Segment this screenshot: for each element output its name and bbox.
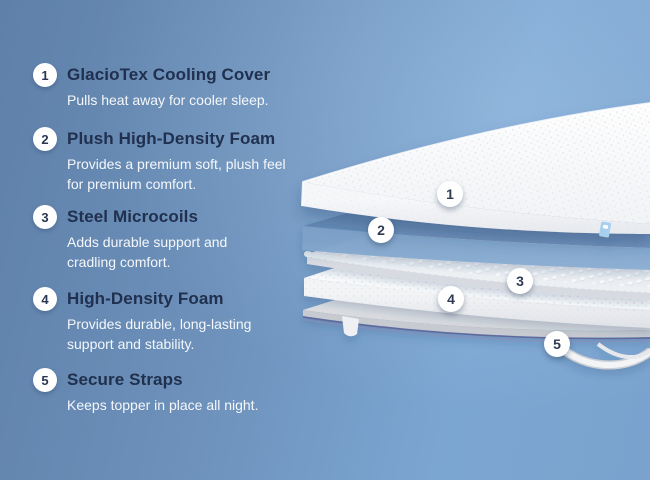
diagram-callout-3: 3 — [507, 268, 533, 294]
feature-number-badge: 3 — [33, 205, 57, 229]
feature-number-badge: 2 — [33, 127, 57, 151]
feature-item-secure-straps: 5 Secure Straps Keeps topper in place al… — [33, 368, 258, 415]
feature-title: Steel Microcoils — [67, 207, 199, 226]
feature-title: High-Density Foam — [67, 289, 224, 308]
plush-foam-layer — [302, 148, 650, 270]
diagram-callout-1: 1 — [437, 181, 463, 207]
feature-description: Provides durable, long-lasting support a… — [67, 316, 252, 352]
feature-description: Adds durable support and cradling comfor… — [67, 234, 228, 270]
feature-item-hd-foam: 4 High-Density Foam Provides durable, lo… — [33, 287, 251, 354]
feature-description: Pulls heat away for cooler sleep. — [67, 92, 269, 108]
feature-title: GlacioTex Cooling Cover — [67, 65, 271, 84]
feature-item-plush-foam: 2 Plush High-Density Foam Provides a pre… — [33, 127, 286, 194]
brand-tag-icon — [599, 221, 612, 238]
secure-strap-base-layer — [302, 234, 650, 370]
feature-item-cooling-cover: 1 GlacioTex Cooling Cover Pulls heat awa… — [33, 63, 270, 110]
feature-description: Keeps topper in place all night. — [67, 397, 259, 413]
feature-number-badge: 1 — [33, 63, 57, 87]
steel-microcoils-layer — [304, 176, 650, 300]
feature-description: Provides a premium soft, plush feel for … — [67, 156, 286, 192]
diagram-callout-2: 2 — [368, 217, 394, 243]
feature-number-badge: 4 — [33, 287, 57, 311]
feature-title: Plush High-Density Foam — [67, 129, 276, 148]
cooling-cover-layer — [301, 102, 650, 238]
diagram-callout-5: 5 — [544, 331, 570, 357]
feature-item-microcoils: 3 Steel Microcoils Adds durable support … — [33, 205, 227, 272]
diagram-callout-4: 4 — [438, 286, 464, 312]
corner-strap-tab — [342, 316, 359, 337]
feature-number-badge: 5 — [33, 368, 57, 392]
feature-title: Secure Straps — [67, 370, 183, 389]
high-density-foam-layer — [304, 198, 650, 328]
